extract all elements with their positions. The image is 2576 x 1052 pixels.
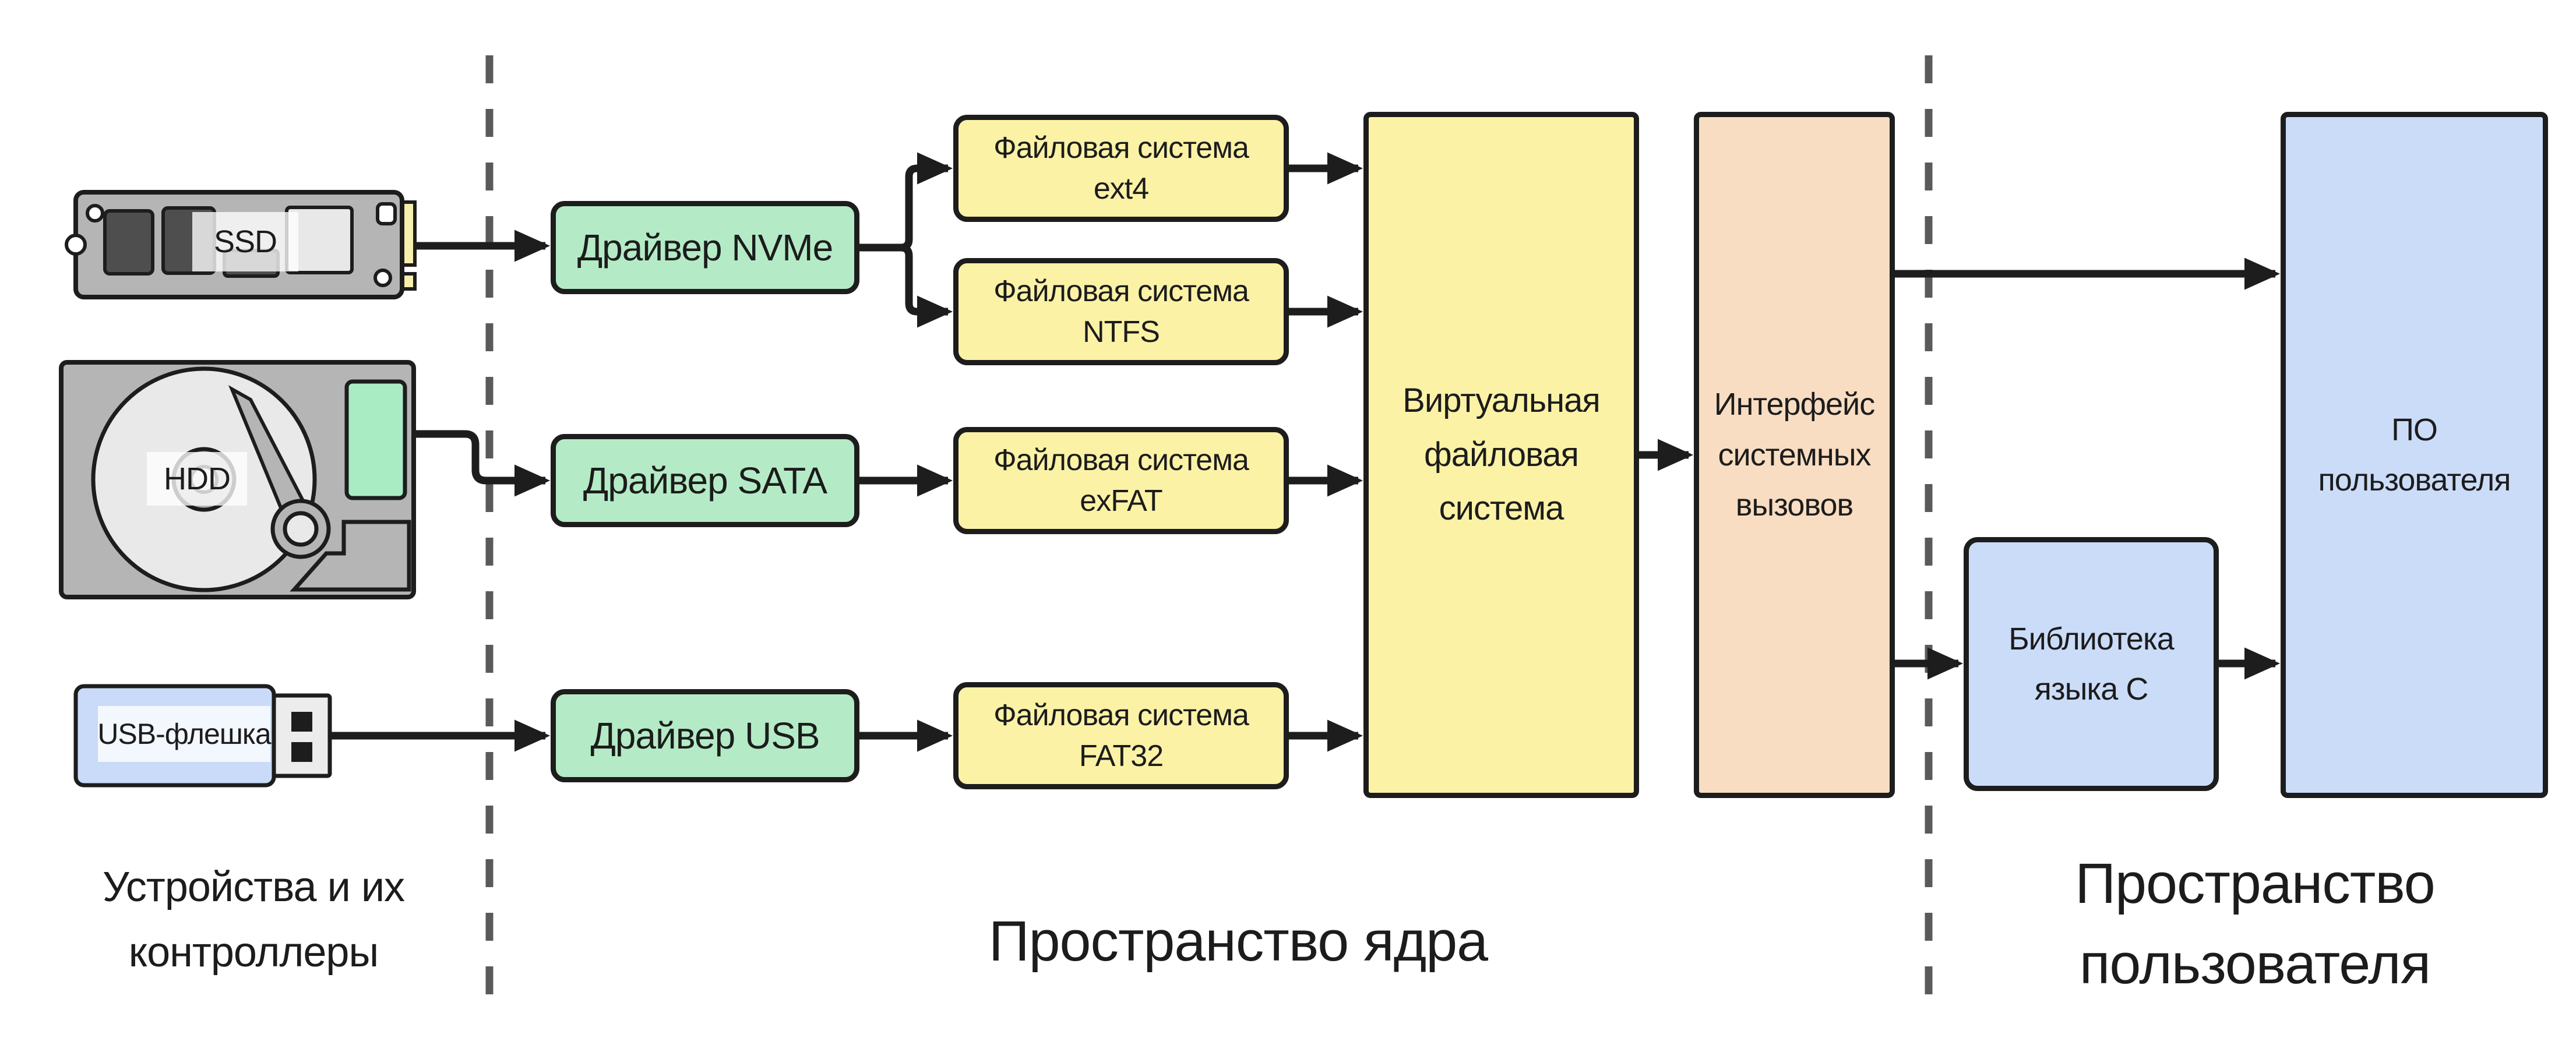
user-space-section-label: Пространство пользователя (2075, 852, 2435, 995)
sata-driver-box: Драйвер SATA (551, 434, 859, 527)
ntfs-filesystem-box: Файловая система NTFS (953, 258, 1289, 365)
usb-driver-box: Драйвер USB (551, 689, 859, 782)
syscall-interface-box: Интерфейс системных вызовов (1694, 112, 1895, 798)
exfat-filesystem-box: Файловая система exFAT (953, 427, 1289, 534)
arrow-nvme-driver-to-ext4 (859, 152, 953, 252)
user-software-box: ПО пользователя (2281, 112, 2548, 798)
devices-section-label: Устройства и их контроллеры (102, 864, 405, 976)
kernel-space-section-label: Пространство ядра (988, 909, 1488, 973)
ext4-filesystem-box: Файловая система ext4 (953, 115, 1289, 222)
arrow-nvme-driver-to-ntfs (859, 243, 953, 328)
fat32-filesystem-box: Файловая система FAT32 (953, 682, 1289, 789)
nvme-driver-box: Драйвер NVMe (551, 201, 859, 294)
virtual-filesystem-box: Виртуальная файловая система (1363, 112, 1639, 798)
usb-device-label: USB-флешка (97, 706, 272, 762)
hdd-device-label: HDD (147, 452, 247, 506)
arrow-hdd-to-sata-driver (414, 430, 551, 497)
libc-box: Библиотека языка C (1964, 537, 2219, 791)
ssd-device-label: SSD (192, 212, 298, 271)
